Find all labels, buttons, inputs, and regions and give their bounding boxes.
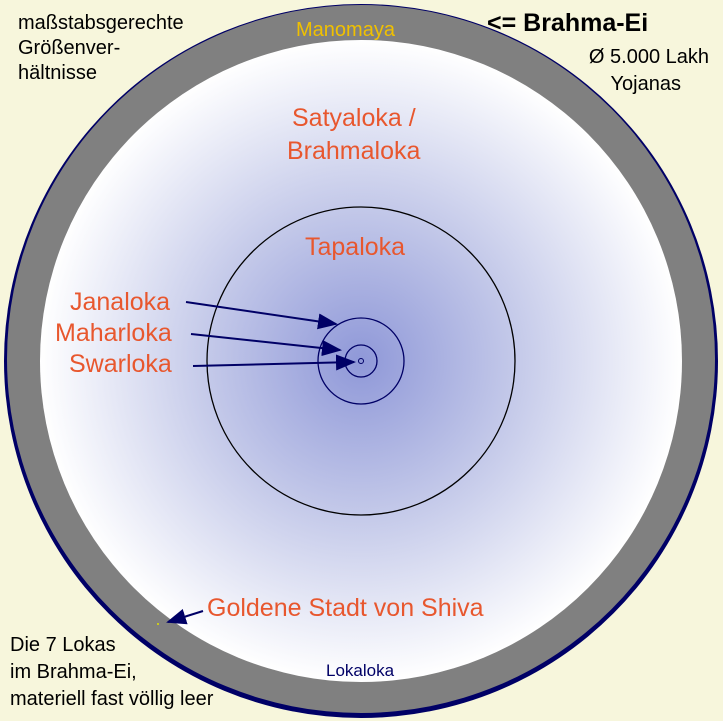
- swarloka-arrow: [192, 354, 356, 371]
- scale-note-2: Größenver-: [18, 37, 121, 59]
- footer-note-2: im Brahma-Ei,: [10, 661, 137, 683]
- tapaloka-circle: [206, 206, 516, 516]
- scale-note-1: maßstabsgerechte: [18, 12, 184, 34]
- janaloka-circle: [317, 317, 405, 405]
- diameter-unit: Yojanas: [610, 73, 681, 95]
- brahmaloka-label: Brahmaloka: [287, 137, 421, 165]
- lokaloka-label: Lokaloka: [326, 661, 395, 680]
- goldene-stadt-label: Goldene Stadt von Shiva: [207, 594, 484, 622]
- satyaloka-sphere: [40, 40, 682, 682]
- swarloka-label: Swarloka: [69, 350, 172, 378]
- diameter: Ø 5.000 Lakh: [588, 46, 709, 68]
- maharloka-arrow: [190, 333, 342, 357]
- tapaloka-label: Tapaloka: [305, 233, 406, 261]
- goldene-stadt-arrow: [166, 608, 204, 625]
- footer-note-3: materiell fast völlig leer: [10, 688, 214, 710]
- manomaya-label: Manomaya: [296, 19, 395, 41]
- janaloka-label: Janaloka: [70, 288, 171, 316]
- maharloka-label: Maharloka: [55, 319, 172, 347]
- swarloka-circle: [358, 358, 364, 364]
- footer-note-1: Die 7 Lokas: [10, 634, 116, 656]
- title: <= Brahma-Ei: [487, 9, 649, 37]
- scale-note-3: hältnisse: [18, 62, 97, 84]
- goldene-stadt-dot: [157, 623, 159, 625]
- satyaloka-label: Satyaloka /: [292, 104, 416, 132]
- janaloka-arrow: [185, 301, 338, 330]
